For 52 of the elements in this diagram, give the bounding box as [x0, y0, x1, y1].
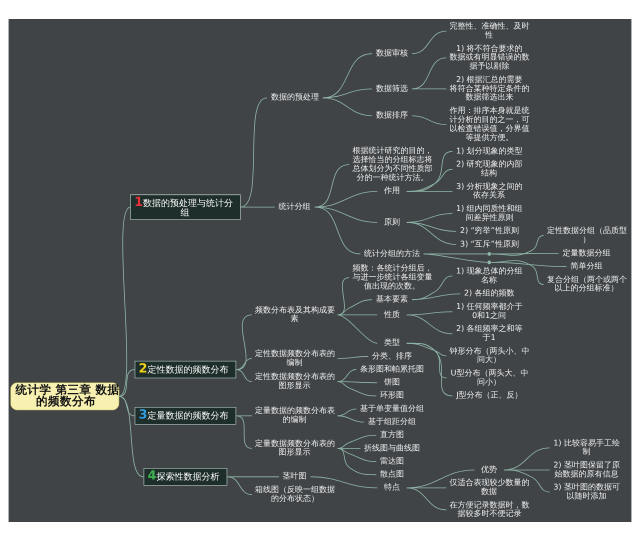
connector [337, 380, 377, 396]
connector [337, 408, 357, 416]
connector [236, 414, 252, 448]
connector [337, 414, 365, 422]
node-box: 1数据的预处理与统计分组 [130, 194, 241, 220]
connector [406, 222, 457, 244]
node-circle [487, 260, 492, 264]
connector [337, 314, 378, 315]
connector [490, 260, 544, 284]
connector [236, 368, 252, 382]
connector [236, 358, 252, 370]
node-box: 3定量数据的频数分布 [134, 406, 236, 424]
connector [118, 206, 131, 396]
connector [490, 261, 567, 266]
connector [406, 342, 453, 396]
connector [412, 88, 447, 89]
connector [337, 368, 357, 382]
connector [412, 293, 461, 300]
connector [118, 395, 135, 416]
connector [406, 150, 453, 192]
connector [504, 469, 550, 492]
node-circle [487, 252, 492, 256]
connector [412, 114, 447, 125]
connector [406, 486, 447, 510]
connector [314, 190, 378, 208]
connector [227, 476, 252, 495]
node-box: 2定性数据的频数分布 [134, 360, 236, 378]
connector [337, 356, 369, 358]
connector [423, 253, 488, 262]
connector [337, 298, 372, 315]
connector [412, 57, 447, 89]
connector [490, 252, 560, 254]
connector [314, 206, 361, 254]
connector [406, 190, 453, 192]
connector [118, 395, 144, 477]
connector [240, 206, 276, 208]
connector [337, 276, 350, 315]
connector [406, 168, 453, 192]
connector [240, 96, 268, 208]
connector [406, 314, 453, 334]
connector [412, 30, 447, 54]
connector [118, 368, 135, 396]
connector [322, 96, 372, 116]
connector [236, 414, 252, 416]
connector [236, 314, 252, 370]
connector [337, 448, 377, 462]
connector [310, 476, 378, 488]
connector [337, 448, 377, 475]
connector [337, 314, 378, 344]
node-box: 4探索性数据分析 [144, 468, 228, 485]
connector [337, 434, 377, 448]
node-box: 统计学 第三章 数据的频数分布 [10, 382, 120, 410]
